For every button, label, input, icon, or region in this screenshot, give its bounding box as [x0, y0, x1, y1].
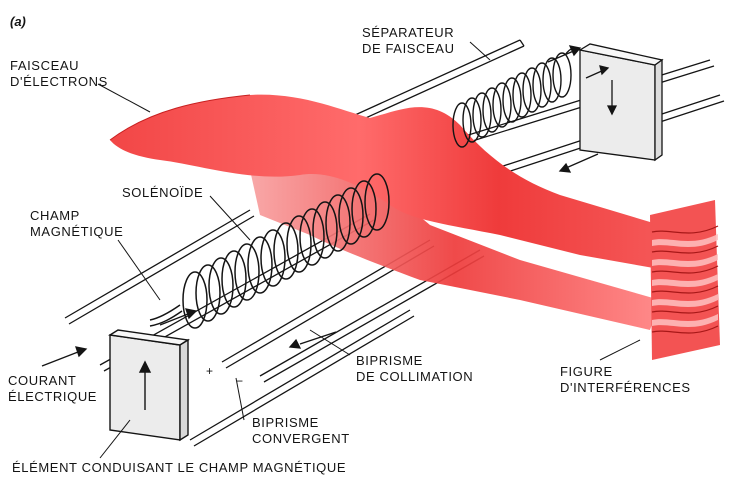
- solenoid-coil: [149, 173, 390, 329]
- label-faisceau-electrons: FAISCEAU D'ÉLECTRONS: [10, 58, 108, 90]
- label-biprisme-convergent: BIPRISME CONVERGENT: [252, 415, 350, 447]
- current-arrows: [41, 308, 337, 367]
- label-line: BIPRISME: [252, 415, 319, 430]
- plus-sign: +: [206, 364, 214, 378]
- label-line: DE FAISCEAU: [362, 41, 455, 56]
- label-line: DE COLLIMATION: [356, 369, 474, 384]
- label-line: MAGNÉTIQUE: [30, 224, 124, 239]
- label-champ-magnetique: CHAMP MAGNÉTIQUE: [30, 208, 123, 240]
- electron-beam: [110, 94, 665, 270]
- label-line: ÉLECTRIQUE: [8, 389, 98, 404]
- label-courant-electrique: COURANT ÉLECTRIQUE: [8, 373, 97, 405]
- label-separateur: SÉPARATEUR DE FAISCEAU: [362, 25, 455, 57]
- label-line: FIGURE: [560, 364, 613, 379]
- minus-sign: −: [236, 374, 244, 388]
- label-line: FAISCEAU: [10, 58, 80, 73]
- label-line: D'ÉLECTRONS: [10, 74, 108, 89]
- interference-pattern: [650, 200, 720, 360]
- label-line: COURANT: [8, 373, 77, 388]
- label-line: CHAMP: [30, 208, 80, 223]
- label-line: BIPRISME: [356, 353, 423, 368]
- front-field-plate: [108, 329, 190, 442]
- label-solenoide: SOLÉNOÏDE: [122, 185, 204, 200]
- panel-tag: (a): [10, 14, 26, 29]
- leader-lines: [97, 41, 641, 459]
- separator-coil: [452, 47, 581, 148]
- label-biprisme-collimation: BIPRISME DE COLLIMATION: [356, 353, 473, 385]
- label-element-conduisant: ÉLÉMENT CONDUISANT LE CHAMP MAGNÉTIQUE: [12, 460, 347, 475]
- label-line: CONVERGENT: [252, 431, 350, 446]
- label-figure-interferences: FIGURE D'INTERFÉRENCES: [560, 364, 691, 396]
- label-line: SÉPARATEUR: [362, 25, 455, 40]
- label-line: D'INTERFÉRENCES: [560, 380, 691, 395]
- rear-field-plate: [547, 43, 664, 173]
